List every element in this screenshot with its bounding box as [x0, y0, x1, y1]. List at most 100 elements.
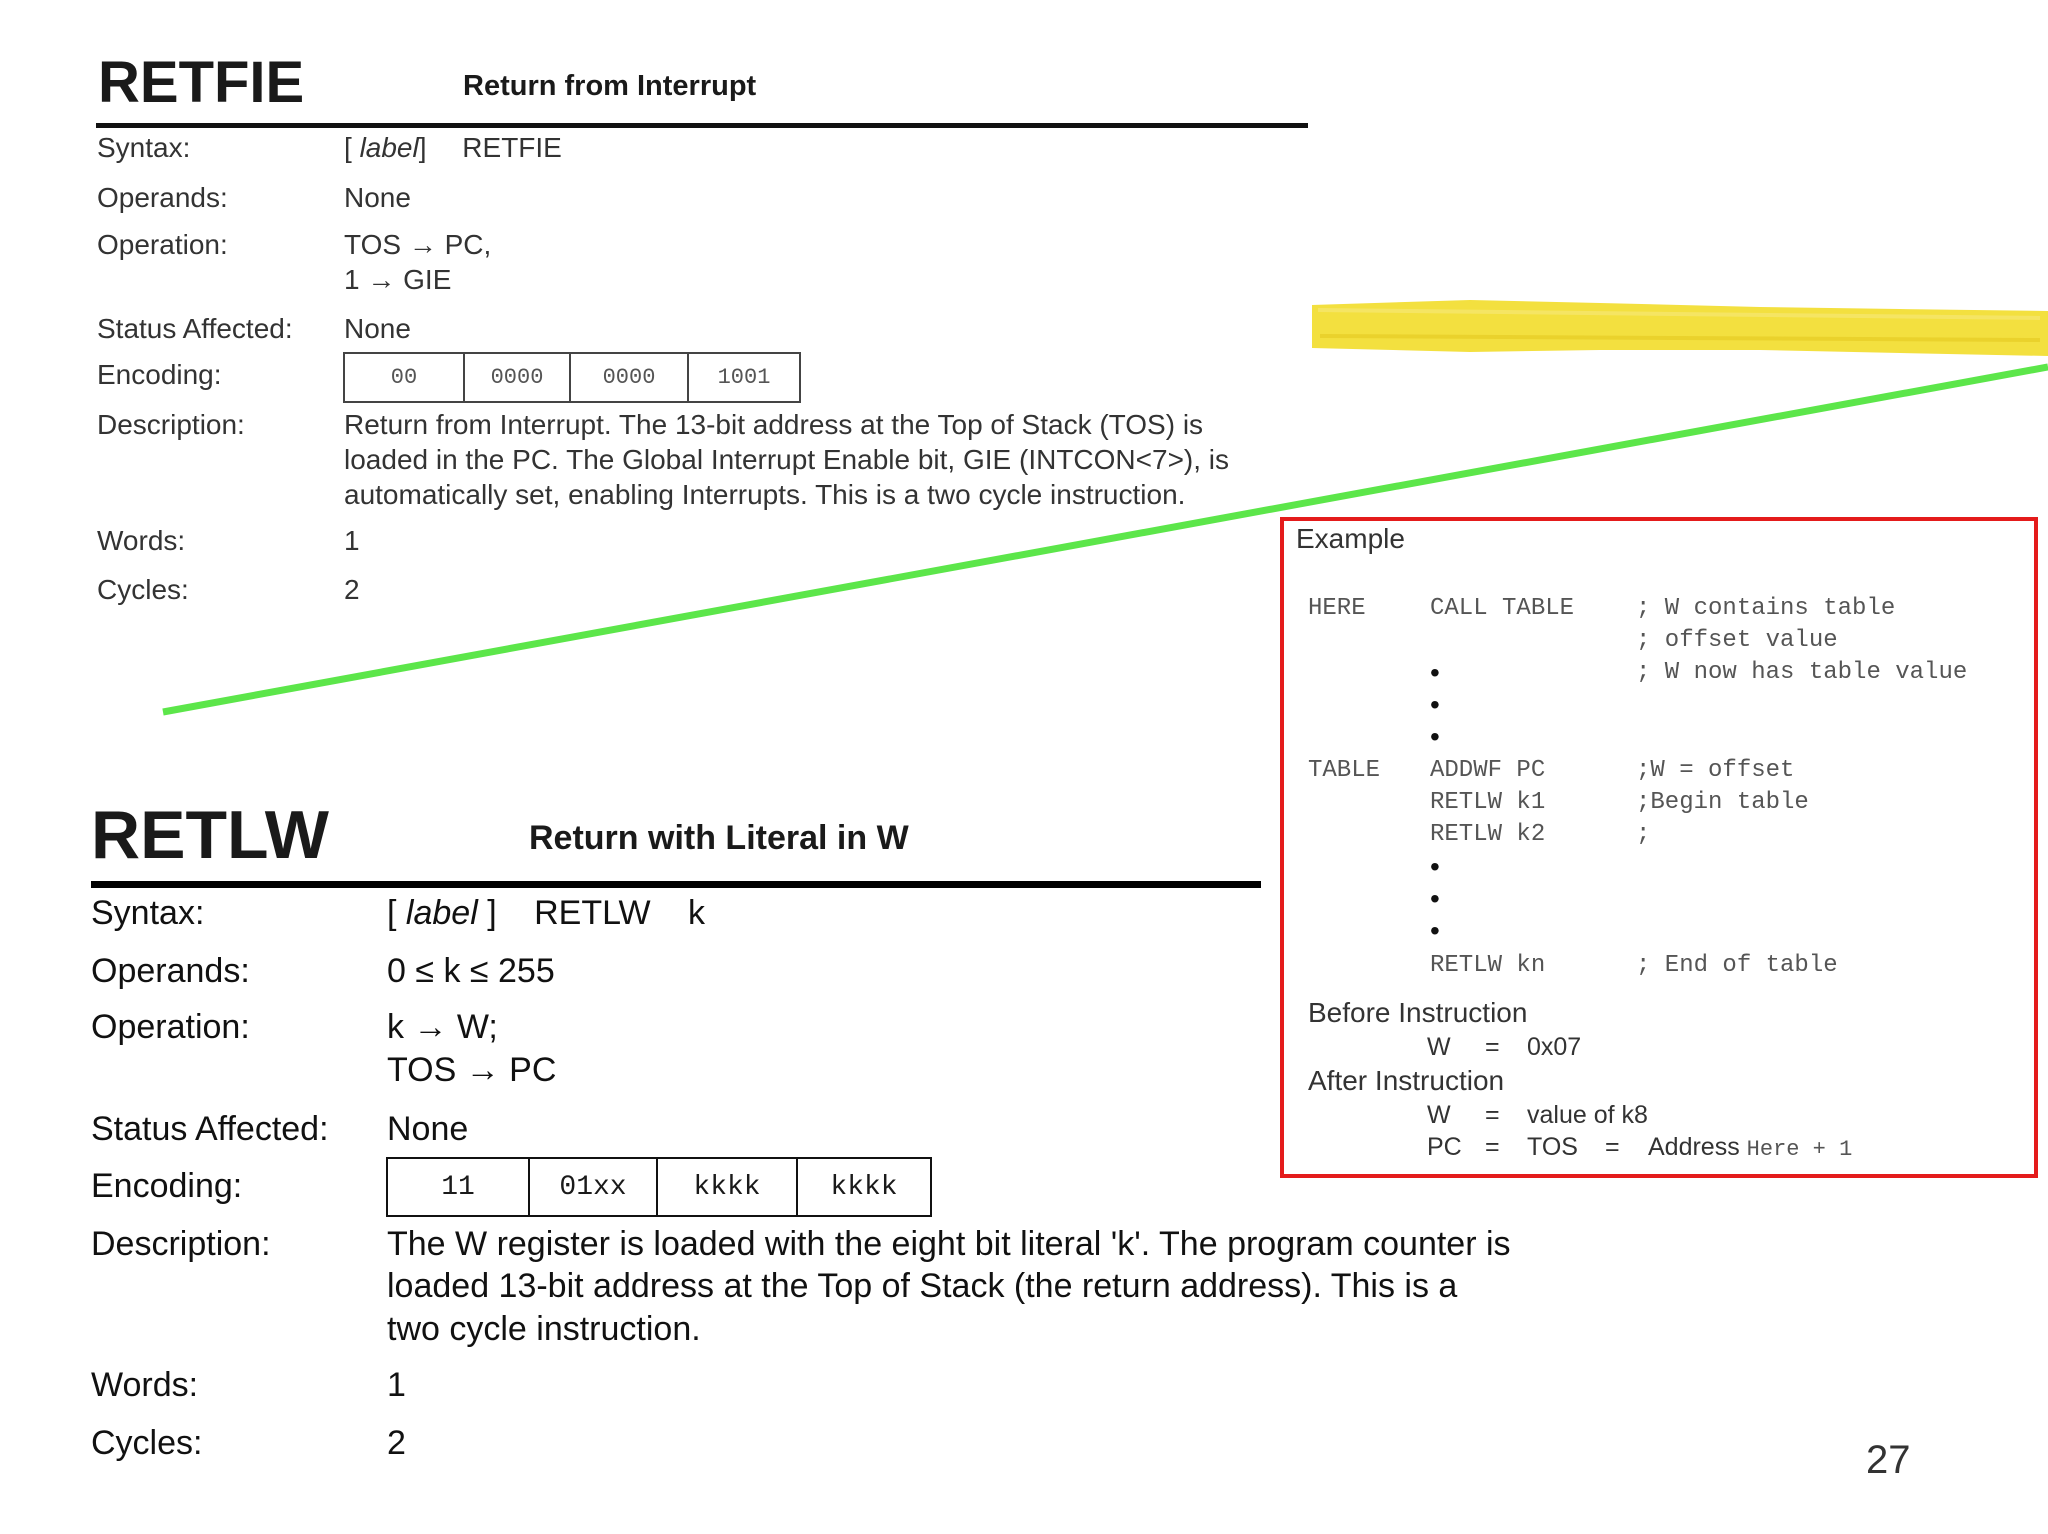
retlw-operands-label: Operands:: [91, 952, 250, 990]
before-instruction-title: Before Instruction: [1308, 997, 1528, 1028]
retlw-syntax-value: [ label ] RETLW k: [387, 892, 705, 934]
retlw-description-line: two cycle instruction.: [387, 1310, 701, 1348]
retfie-cycles-label: Cycles:: [97, 574, 189, 605]
syntax-mnemonic: RETFIE: [462, 132, 562, 163]
retfie-operation-label: Operation:: [97, 229, 228, 260]
retfie-syntax-value: [ label] RETFIE: [344, 130, 562, 165]
ellipsis-dot: •: [1430, 721, 1440, 752]
after-value-w: value of k8: [1527, 1101, 1648, 1129]
retfie-syntax-label: Syntax:: [97, 132, 191, 163]
retfie-description-line: Return from Interrupt. The 13-bit addres…: [344, 409, 1204, 440]
retlw-divider: [91, 881, 1261, 888]
retlw-encoding-label: Encoding:: [91, 1167, 243, 1205]
pointer-line: [162, 363, 2048, 716]
retfie-words-value: 1: [344, 525, 360, 556]
after-equals: =: [1605, 1133, 1620, 1161]
retlw-operation-line1: k → W;: [387, 1008, 498, 1046]
example-title: Example: [1296, 523, 1405, 554]
retlw-words-value: 1: [387, 1366, 406, 1404]
encoding-cell: 00: [345, 354, 465, 401]
retlw-subtitle: Return with Literal in W: [529, 819, 909, 857]
ellipsis-dot: •: [1430, 657, 1440, 688]
retfie-operands-value: None: [344, 182, 411, 213]
after-address: Address Here + 1: [1648, 1130, 1852, 1166]
retlw-operands-value: 0 ≤ k ≤ 255: [387, 952, 555, 990]
after-instruction-title: After Instruction: [1308, 1065, 1505, 1096]
encoding-cell: 0000: [571, 354, 689, 401]
syntax-label-word: label: [405, 894, 478, 932]
retfie-status-label: Status Affected:: [97, 313, 293, 344]
address-text: Address: [1648, 1133, 1740, 1161]
retfie-words-label: Words:: [97, 525, 186, 556]
encoding-cell: kkkk: [658, 1159, 798, 1215]
retfie-description-line: automatically set, enabling Interrupts. …: [344, 479, 1186, 510]
example-box: [1280, 517, 2038, 1178]
encoding-cell: 1001: [717, 365, 771, 390]
ellipsis-dot: •: [1430, 883, 1440, 914]
code-comment: ; W contains table: [1636, 595, 1896, 622]
page-number: 27: [1866, 1438, 1911, 1482]
after-reg-w: W: [1427, 1101, 1451, 1129]
encoding-cell: 11: [388, 1159, 530, 1215]
syntax-close-bracket: ]: [487, 894, 497, 932]
address-expression: Here + 1: [1746, 1137, 1853, 1162]
after-equals: =: [1485, 1101, 1500, 1129]
ellipsis-dot: •: [1430, 689, 1440, 720]
after-reg-pc: PC: [1427, 1133, 1462, 1161]
code-instruction: RETLW kn: [1430, 952, 1546, 979]
code-label-here: HERE: [1308, 595, 1366, 622]
syntax-mnemonic: RETLW: [534, 894, 651, 932]
retfie-status-value: None: [344, 313, 411, 344]
syntax-open-bracket: [: [387, 894, 397, 932]
retfie-encoding-table: 00 0000 0000 1001: [343, 352, 801, 403]
encoding-cell: 0000: [465, 354, 571, 401]
retlw-status-label: Status Affected:: [91, 1110, 329, 1148]
retlw-description-label: Description:: [91, 1225, 271, 1263]
retlw-status-value: None: [387, 1110, 469, 1148]
retlw-description-line: The W register is loaded with the eight …: [387, 1225, 1511, 1263]
code-comment: ; W now has table value: [1636, 659, 1968, 686]
retlw-encoding-table: 11 01xx kkkk kkkk: [386, 1157, 932, 1217]
code-comment: ;: [1636, 821, 1651, 848]
retfie-divider: [96, 123, 1308, 128]
retfie-description-label: Description:: [97, 409, 245, 440]
code-instruction: RETLW k2: [1430, 821, 1546, 848]
retlw-words-label: Words:: [91, 1366, 199, 1404]
before-reg-w: W: [1427, 1033, 1451, 1061]
syntax-label-word: label: [359, 132, 419, 163]
retfie-description-line: loaded in the PC. The Global Interrupt E…: [344, 444, 1230, 475]
syntax-close-bracket: ]: [418, 132, 427, 163]
encoding-cell: kkkk: [830, 1171, 898, 1203]
code-label-table: TABLE: [1308, 757, 1381, 784]
syntax-open-bracket: [: [344, 132, 352, 163]
retfie-operation-line2: 1 → GIE: [344, 264, 452, 295]
code-comment: ;W = offset: [1636, 757, 1795, 784]
ellipsis-dot: •: [1430, 915, 1440, 946]
before-value: 0x07: [1527, 1033, 1582, 1061]
encoding-cell: 01xx: [530, 1159, 658, 1215]
retlw-syntax-label: Syntax:: [91, 894, 205, 932]
code-comment: ;Begin table: [1636, 789, 1809, 816]
retlw-operation-label: Operation:: [91, 1008, 250, 1046]
retfie-subtitle: Return from Interrupt: [463, 70, 757, 102]
retfie-cycles-value: 2: [344, 574, 360, 605]
retlw-cycles-value: 2: [387, 1424, 406, 1462]
yellow-highlight: [1312, 300, 2048, 356]
retlw-cycles-label: Cycles:: [91, 1424, 203, 1462]
before-equals: =: [1485, 1033, 1500, 1061]
retfie-operation-line1: TOS → PC,: [344, 229, 492, 260]
retlw-title: RETLW: [91, 797, 329, 873]
code-instruction: RETLW k1: [1430, 789, 1546, 816]
code-instruction: CALL TABLE: [1430, 595, 1575, 622]
retfie-encoding-label: Encoding:: [97, 359, 222, 390]
after-value-pc: TOS: [1527, 1133, 1578, 1161]
retlw-description-line: loaded 13-bit address at the Top of Stac…: [387, 1267, 1458, 1305]
retfie-operands-label: Operands:: [97, 182, 228, 213]
retlw-operation-line2: TOS → PC: [387, 1051, 557, 1089]
code-comment: ; End of table: [1636, 952, 1838, 979]
syntax-operand: k: [688, 894, 706, 932]
after-equals: =: [1485, 1133, 1500, 1161]
retfie-title: RETFIE: [98, 50, 305, 115]
code-instruction: ADDWF PC: [1430, 757, 1546, 784]
